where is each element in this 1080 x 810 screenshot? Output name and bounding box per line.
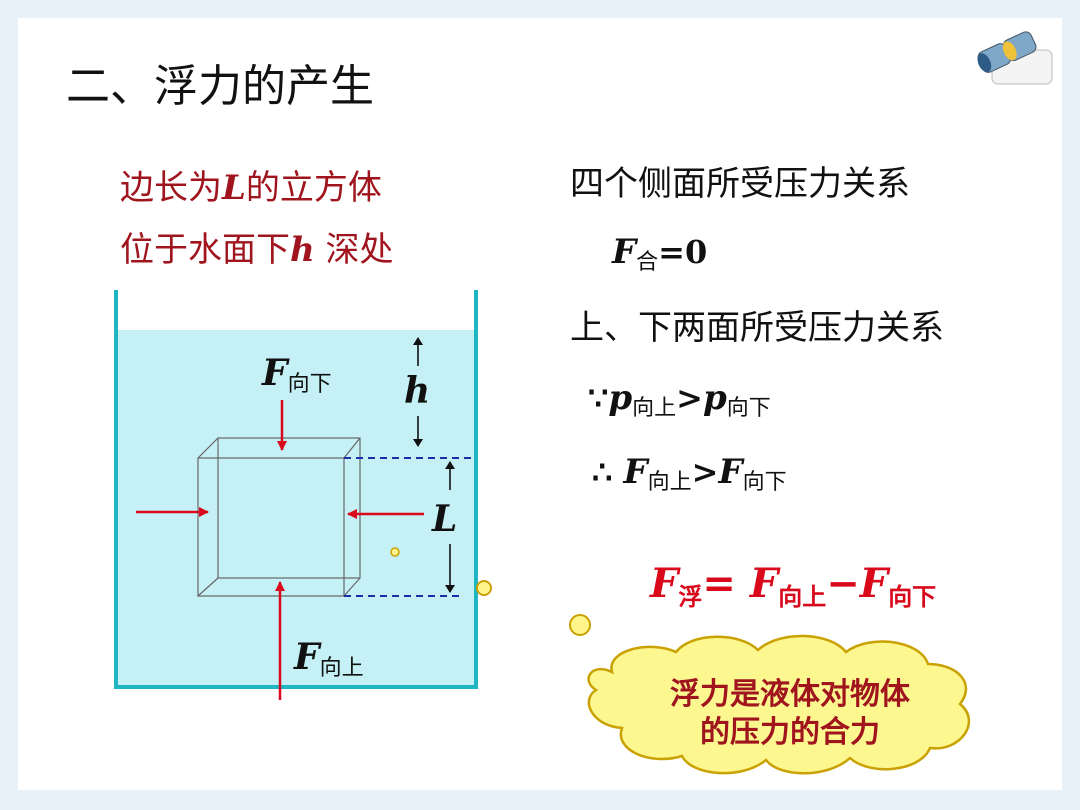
bubble-medium <box>476 580 492 596</box>
label-force-down: F向下 <box>262 352 332 397</box>
label-h: h <box>404 370 431 412</box>
cloud-line1: 浮力是液体对物体 <box>670 677 910 712</box>
slide-title: 二、浮力的产生 <box>66 61 374 112</box>
label-L: L <box>432 498 458 540</box>
cloud-line2: 的压力的合力 <box>700 715 880 750</box>
left-text-line2: 位于水面下h 深处 <box>120 230 394 270</box>
cube <box>197 437 361 597</box>
bubble-small <box>390 547 400 557</box>
side-faces-heading: 四个侧面所受压力关系 <box>570 164 910 204</box>
label-force-up: F向上 <box>294 636 364 681</box>
water <box>116 330 476 687</box>
top-bottom-heading: 上、下两面所受压力关系 <box>570 308 944 348</box>
cloud-callout <box>587 634 971 775</box>
container <box>114 290 478 689</box>
force-relation: ∴ F向上>F向下 <box>592 452 787 495</box>
net-force-equation: F合=0 <box>612 232 708 275</box>
pressure-relation: ∵p向上>p向下 <box>588 378 771 421</box>
binoculars-icon <box>977 31 1053 85</box>
left-text-line1: 边长为L的立方体 <box>120 168 382 208</box>
cloud-text: 浮力是液体对物体 的压力的合力 <box>610 676 970 752</box>
bubble-large <box>569 614 591 636</box>
buoyancy-formula: F浮= F向上−F向下 <box>650 560 937 611</box>
